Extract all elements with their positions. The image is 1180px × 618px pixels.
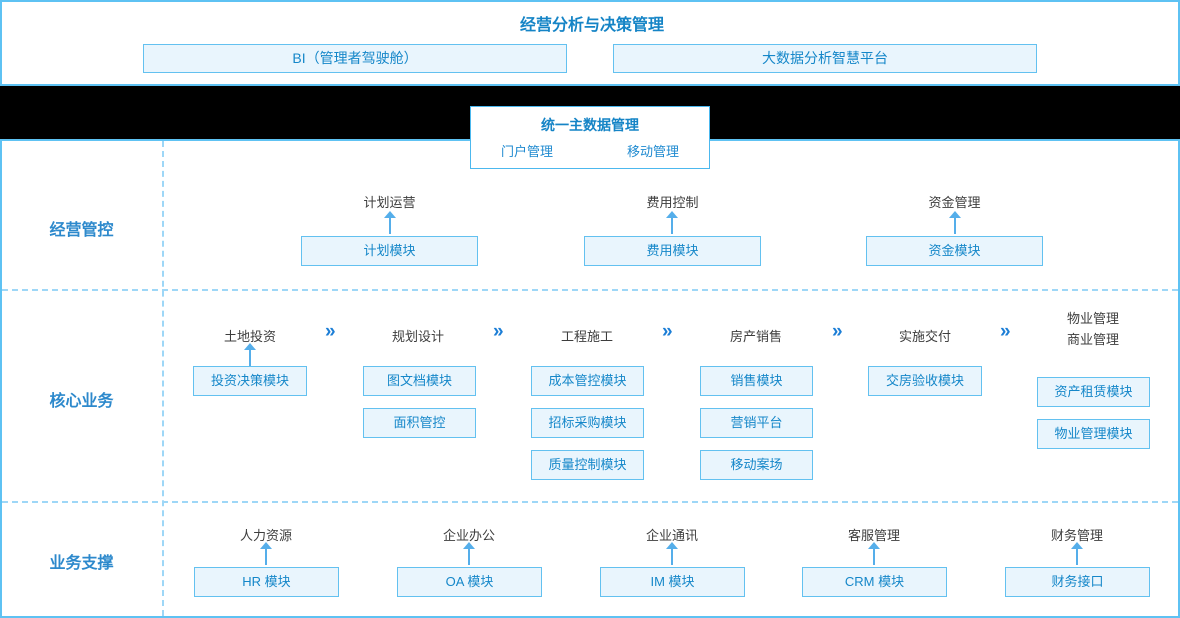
stage-label-planning: 计划运营 — [363, 195, 416, 210]
master-data-card: 统一主数据管理 门户管理 移动管理 — [470, 106, 710, 169]
module-box-plan: 计划模块 — [301, 236, 478, 266]
chevron-right-icon: » — [1000, 321, 1011, 342]
row-divider-management-core — [2, 289, 1178, 291]
stage-label-property-commercial: 物业管理 商业管理 — [1033, 308, 1153, 350]
up-arrow-icon — [948, 211, 962, 234]
module-box-funds: 资金模块 — [866, 236, 1043, 266]
up-arrow-icon — [243, 343, 257, 366]
module-box-investment-decision: 投资决策模块 — [193, 366, 307, 396]
stage-label-communication: 企业通讯 — [645, 528, 698, 543]
bi-box: BI（管理者驾驶舱） — [143, 44, 567, 73]
module-box-sales: 销售模块 — [700, 366, 813, 396]
module-box-im: IM 模块 — [600, 567, 745, 597]
module-box-bidding-procurement: 招标采购模块 — [531, 408, 644, 438]
stage-label-customer-service: 客服管理 — [847, 528, 900, 543]
mobile-management-item: 移动管理 — [626, 144, 679, 159]
module-box-asset-leasing: 资产租赁模块 — [1037, 377, 1150, 407]
column-divider — [162, 141, 164, 616]
stage-label-office: 企业办公 — [442, 528, 495, 543]
module-box-expense: 费用模块 — [584, 236, 761, 266]
master-data-title: 统一主数据管理 — [541, 117, 639, 133]
module-box-handover-acceptance: 交房验收模块 — [868, 366, 982, 396]
row-divider-core-support — [2, 501, 1178, 503]
up-arrow-icon — [665, 542, 679, 565]
up-arrow-icon — [665, 211, 679, 234]
module-box-drawing-doc: 图文档模块 — [363, 366, 476, 396]
chevron-right-icon: » — [662, 321, 673, 342]
module-box-crm: CRM 模块 — [802, 567, 947, 597]
module-box-mobile-showroom: 移动案场 — [700, 450, 813, 480]
bigdata-box: 大数据分析智慧平台 — [613, 44, 1037, 73]
module-box-area-control: 面积管控 — [363, 408, 476, 438]
module-box-finance-interface: 财务接口 — [1005, 567, 1150, 597]
module-box-property-management: 物业管理模块 — [1037, 419, 1150, 449]
module-box-quality-control: 质量控制模块 — [531, 450, 644, 480]
up-arrow-icon — [462, 542, 476, 565]
stage-label-hr: 人力资源 — [239, 528, 292, 543]
row-label-support: 业务支撑 — [49, 555, 114, 572]
module-box-hr: HR 模块 — [194, 567, 339, 597]
up-arrow-icon — [259, 542, 273, 565]
stage-label-commercial-line: 商业管理 — [1066, 332, 1119, 347]
module-box-oa: OA 模块 — [397, 567, 542, 597]
stage-label-finance: 财务管理 — [1050, 528, 1103, 543]
page-title: 经营分析与决策管理 — [519, 17, 664, 34]
module-box-marketing-platform: 营销平台 — [700, 408, 813, 438]
chevron-right-icon: » — [325, 321, 336, 342]
portal-management-item: 门户管理 — [501, 144, 554, 159]
row-label-management: 经营管控 — [49, 222, 114, 239]
stage-label-construction: 工程施工 — [560, 329, 613, 344]
stage-label-property-line: 物业管理 — [1066, 311, 1119, 326]
stage-label-planning-design: 规划设计 — [391, 329, 444, 344]
row-label-core: 核心业务 — [49, 393, 114, 410]
stage-label-property-sales: 房产销售 — [729, 329, 782, 344]
stage-label-delivery: 实施交付 — [898, 329, 951, 344]
chevron-right-icon: » — [832, 321, 843, 342]
stage-label-expense: 费用控制 — [646, 195, 699, 210]
chevron-right-icon: » — [493, 321, 504, 342]
up-arrow-icon — [867, 542, 881, 565]
module-box-cost-control: 成本管控模块 — [531, 366, 644, 396]
up-arrow-icon — [383, 211, 397, 234]
stage-label-funds: 资金管理 — [928, 195, 981, 210]
analysis-section: 经营分析与决策管理 — [0, 0, 1180, 86]
up-arrow-icon — [1070, 542, 1084, 565]
stage-label-land-investment: 土地投资 — [223, 329, 276, 344]
